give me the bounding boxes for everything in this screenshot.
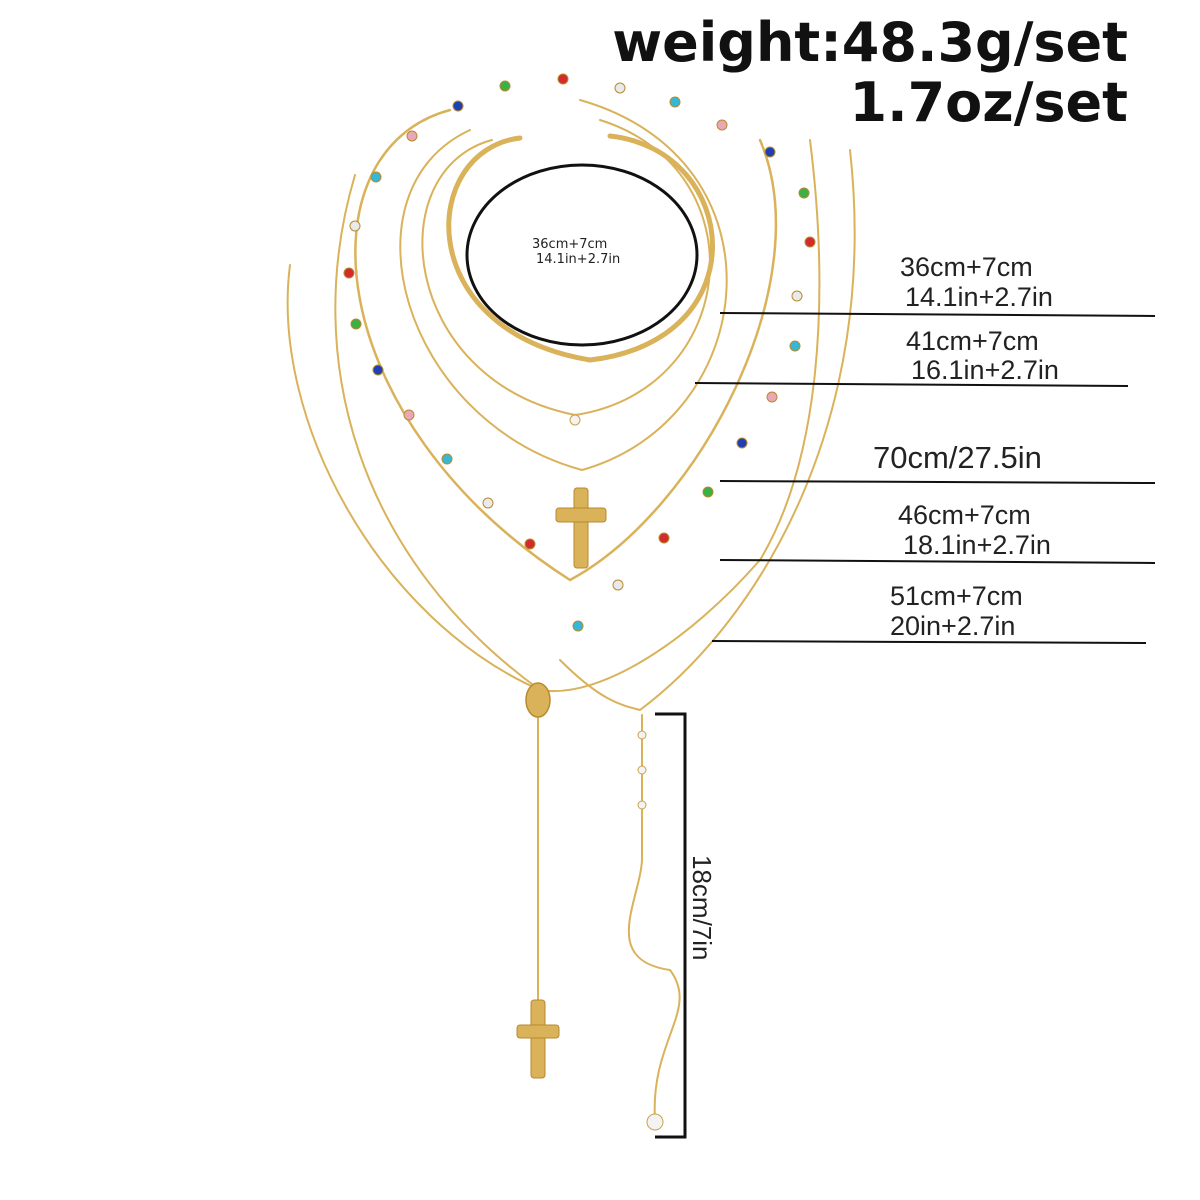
bead-rosary-chain — [354, 108, 778, 582]
length-label-4-inch: 18.1in+2.7in — [903, 530, 1051, 560]
length-label-5-inch: 20in+2.7in — [890, 611, 1016, 641]
length-label-2-inch: 16.1in+2.7in — [911, 355, 1059, 385]
crystal-beads — [569, 414, 664, 1131]
leader-line-41cm — [694, 382, 1129, 387]
callout-cm: 36cm+7cm — [532, 237, 608, 252]
pendant-chain-1 — [421, 119, 711, 417]
length-label-1-cm: 36cm+7cm — [900, 252, 1033, 282]
cross-pendant-small — [516, 999, 560, 1079]
length-label-1-inch: 14.1in+2.7in — [905, 282, 1053, 312]
length-label-2-cm: 41cm+7cm — [906, 326, 1039, 356]
length-label-5-cm: 51cm+7cm — [890, 581, 1023, 611]
length-label-4-cm: 46cm+7cm — [898, 500, 1031, 530]
long-rosary-mid — [334, 139, 821, 693]
length-label-3: 70cm/27.5in — [873, 440, 1042, 475]
tassel-length-label: 18cm/7in — [687, 855, 717, 961]
long-rosary-right — [559, 149, 856, 712]
gem-beads — [343, 73, 816, 632]
leader-line-70cm — [719, 480, 1156, 484]
medal-centerpiece — [525, 682, 551, 718]
leader-line-51cm — [711, 640, 1147, 644]
leader-lines — [694, 312, 1156, 644]
leader-line-36cm — [719, 312, 1156, 317]
callout-inch: 14.1in+2.7in — [536, 252, 621, 267]
tassel-chain — [627, 714, 681, 1121]
choker-callout-circle — [465, 163, 699, 347]
long-rosary-left — [286, 264, 541, 691]
cross-chain — [399, 99, 728, 472]
curb-chain-choker — [446, 133, 715, 363]
weight-ounces: 1.7oz/set — [849, 71, 1129, 134]
weight-grams: weight:48.3g/set — [612, 11, 1128, 74]
cross-pendant-large — [555, 487, 607, 569]
leader-line-46cm — [719, 559, 1156, 564]
chain-strands — [286, 99, 856, 1121]
tassel-length-bracket — [655, 712, 687, 1139]
